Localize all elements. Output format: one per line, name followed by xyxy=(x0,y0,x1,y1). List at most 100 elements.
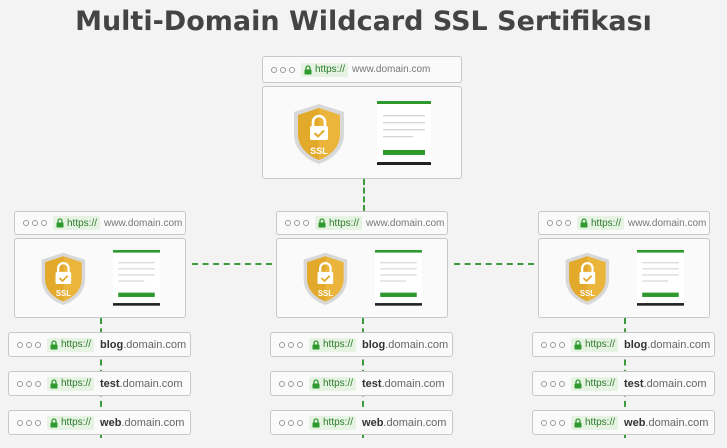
subdomain-name: blog xyxy=(100,338,124,351)
subdomain-address-bar[interactable]: https://test.domain.com xyxy=(270,371,453,396)
subdomain-suffix: .domain.com xyxy=(647,338,711,351)
page-title: Multi-Domain Wildcard SSL Sertifikası xyxy=(75,6,652,37)
connector-top xyxy=(363,179,365,211)
subdomain-name: blog xyxy=(624,338,648,351)
subdomain-suffix: .domain.com xyxy=(385,338,449,351)
window-dot-icon xyxy=(23,220,29,226)
lock-icon xyxy=(580,218,588,228)
ssl-shield-icon xyxy=(563,251,612,307)
domain-url: www.domain.com xyxy=(352,64,431,75)
lock-icon xyxy=(56,218,64,228)
https-badge: https:// xyxy=(577,216,625,230)
https-label: https:// xyxy=(315,64,346,75)
website-card: SSL xyxy=(276,238,448,318)
domain-url: www.domain.com xyxy=(366,217,445,229)
window-dot-icon xyxy=(17,419,23,426)
browser-address-bar[interactable]: https:// www.domain.com xyxy=(262,56,462,83)
https-badge: https:// xyxy=(571,376,619,391)
browser-address-bar[interactable]: https://www.domain.com xyxy=(276,211,448,235)
window-dots xyxy=(547,220,571,226)
certificate-document-icon xyxy=(637,250,684,307)
subdomain-address-bar[interactable]: https://web.domain.com xyxy=(270,410,453,435)
window-dot-icon xyxy=(32,220,38,226)
window-dot-icon xyxy=(285,220,291,226)
lock-icon xyxy=(50,339,58,350)
window-dot-icon xyxy=(35,419,41,426)
certificate-document-icon xyxy=(113,250,160,307)
subdomain-name: test xyxy=(624,377,644,390)
window-dot-icon xyxy=(41,220,47,226)
window-dots xyxy=(279,341,303,348)
subdomain-address-bar[interactable]: https:// blog.domain.com xyxy=(532,332,715,357)
connector-right xyxy=(454,263,534,265)
website-card: SSL xyxy=(262,86,462,179)
window-dots xyxy=(541,341,565,348)
subdomain-address-bar[interactable]: https://web.domain.com xyxy=(8,410,191,435)
website-card: SSL xyxy=(14,238,186,318)
window-dots xyxy=(17,380,41,387)
window-dot-icon xyxy=(279,380,285,387)
subdomain-address-bar[interactable]: https:// blog.domain.com xyxy=(8,332,191,357)
lock-icon xyxy=(312,339,320,350)
https-label: https:// xyxy=(61,339,92,350)
window-dots xyxy=(23,220,47,226)
window-dot-icon xyxy=(17,380,23,387)
window-dot-icon xyxy=(547,220,553,226)
connector-left xyxy=(192,263,272,265)
window-dot-icon xyxy=(550,380,556,387)
https-label: https:// xyxy=(585,339,616,350)
certificate-document-icon xyxy=(377,100,431,167)
window-dot-icon xyxy=(556,220,562,226)
window-dot-icon xyxy=(541,341,547,348)
lock-icon xyxy=(574,339,582,350)
subdomain-url: blog.domain.com xyxy=(624,339,710,351)
domain-url: www.domain.com xyxy=(628,217,707,229)
subdomain-url: web.domain.com xyxy=(624,417,708,429)
window-dot-icon xyxy=(541,380,547,387)
window-dot-icon xyxy=(550,341,556,348)
lock-icon xyxy=(50,378,58,389)
https-badge: https:// xyxy=(309,376,357,391)
https-label: https:// xyxy=(67,217,98,229)
lock-icon xyxy=(312,417,320,428)
https-badge: https:// xyxy=(47,376,95,391)
ssl-label: SSL xyxy=(55,289,72,299)
window-dot-icon xyxy=(288,419,294,426)
window-dot-icon xyxy=(288,341,294,348)
lock-icon xyxy=(574,417,582,428)
window-dots xyxy=(279,419,303,426)
subdomain-url: blog.domain.com xyxy=(100,339,186,351)
subdomain-suffix: .domain.com xyxy=(383,416,447,429)
subdomain-address-bar[interactable]: https://blog.domain.com xyxy=(270,332,453,357)
https-badge: https:// xyxy=(309,415,357,430)
window-dot-icon xyxy=(35,341,41,348)
subdomain-name: test xyxy=(362,377,382,390)
subdomain-suffix: .domain.com xyxy=(119,377,183,390)
window-dot-icon xyxy=(26,380,32,387)
https-label: https:// xyxy=(585,417,616,428)
ssl-shield-icon xyxy=(291,102,347,166)
window-dot-icon xyxy=(26,341,32,348)
subdomain-url: web.domain.com xyxy=(100,417,184,429)
subdomain-address-bar[interactable]: https:// web.domain.com xyxy=(532,410,715,435)
subdomain-address-bar[interactable]: https://test.domain.com xyxy=(532,371,715,396)
window-dots xyxy=(17,419,41,426)
window-dot-icon xyxy=(297,380,303,387)
lock-icon xyxy=(574,378,582,389)
window-dot-icon xyxy=(271,66,277,73)
window-dots xyxy=(17,341,41,348)
window-dot-icon xyxy=(17,341,23,348)
ssl-shield-icon xyxy=(301,251,350,307)
browser-address-bar[interactable]: https://www.domain.com xyxy=(538,211,710,235)
subdomain-address-bar[interactable]: https://test.domain.com xyxy=(8,371,191,396)
window-dot-icon xyxy=(297,419,303,426)
https-label: https:// xyxy=(323,417,354,428)
browser-address-bar[interactable]: https://www.domain.com xyxy=(14,211,186,235)
window-dots xyxy=(541,380,565,387)
ssl-label: SSL xyxy=(317,289,334,299)
window-dot-icon xyxy=(550,419,556,426)
window-dot-icon xyxy=(35,380,41,387)
window-dot-icon xyxy=(279,419,285,426)
subdomain-suffix: .domain.com xyxy=(123,338,187,351)
window-dot-icon xyxy=(559,341,565,348)
